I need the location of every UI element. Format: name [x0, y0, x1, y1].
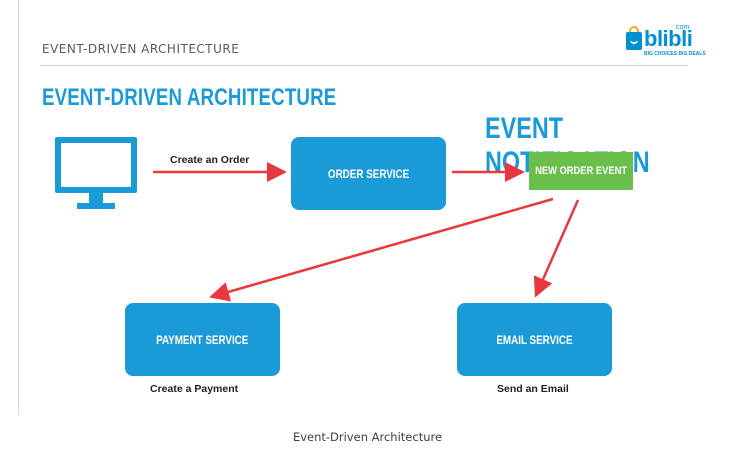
logo-com: com [676, 24, 690, 31]
logo-wordmark: blibli [644, 26, 693, 51]
order-service-label: ORDER SERVICE [327, 166, 410, 181]
payment-service-label: PAYMENT SERVICE [156, 332, 249, 347]
create-order-label: Create an Order [170, 154, 250, 166]
left-border [18, 0, 19, 415]
monitor-screen [55, 137, 137, 193]
figure-caption: Event-Driven Architecture [292, 430, 443, 444]
slide-header: EVENT-DRIVEN ARCHITECTURE [42, 42, 240, 56]
new-order-event-box: NEW ORDER EVENT [529, 152, 633, 190]
arrow-event-to-email [533, 199, 580, 298]
payment-service-box: PAYMENT SERVICE [125, 303, 280, 376]
computer-monitor-icon [55, 137, 137, 211]
monitor-neck [89, 193, 103, 203]
email-service-box: EMAIL SERVICE [457, 303, 612, 376]
create-payment-label: Create a Payment [150, 383, 239, 395]
logo-tagline: BIG CHOICES BIG DEALS [644, 51, 706, 57]
order-service-box: ORDER SERVICE [291, 137, 446, 210]
shopping-bag-icon [626, 26, 642, 50]
new-order-event-label: NEW ORDER EVENT [535, 165, 627, 177]
blibli-logo: blibli com BIG CHOICES BIG DEALS [626, 24, 706, 60]
header-divider [40, 65, 688, 66]
slide-title: EVENT-DRIVEN ARCHITECTURE [42, 84, 337, 111]
send-email-label: Send an Email [497, 383, 569, 395]
arrow-event-to-payment [209, 197, 554, 302]
email-service-label: EMAIL SERVICE [496, 332, 573, 347]
monitor-base [77, 203, 115, 209]
